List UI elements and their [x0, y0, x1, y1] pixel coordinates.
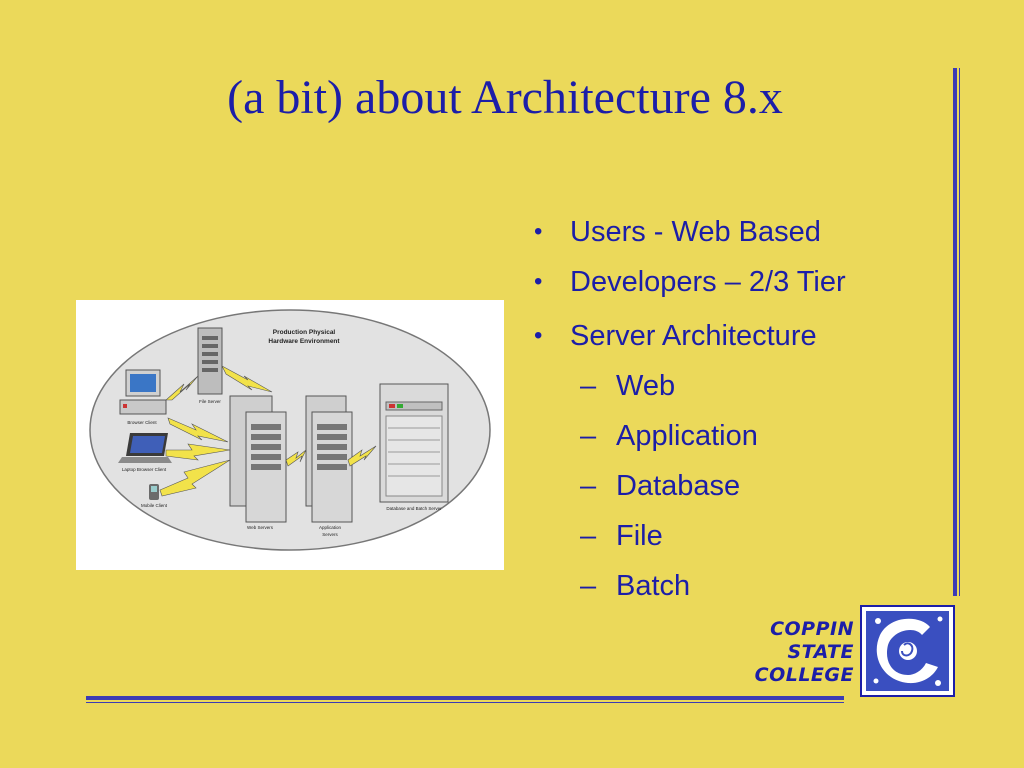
database-server-label: Database and Batch Server [386, 506, 442, 511]
sub-bullet-batch: – Batch [534, 568, 934, 618]
college-logo-text: COPPIN STATE COLLEGE [736, 618, 854, 687]
horizontal-rule-thin [86, 702, 844, 703]
vertical-rule [953, 68, 957, 596]
bullet-users: Users - Web Based [534, 214, 934, 264]
mobile-client-icon [149, 484, 159, 500]
sub-bullet-web: – Web [534, 368, 934, 418]
bullet-list: Users - Web Based Developers – 2/3 Tier … [534, 214, 934, 618]
laptop-client-icon [118, 433, 172, 463]
architecture-diagram-svg: Production Physical Hardware Environment… [89, 309, 491, 551]
dash: – [580, 520, 597, 552]
sub-bullet-file: – File [534, 518, 934, 568]
laptop-client-label: Laptop Browser Client [122, 467, 167, 472]
mobile-client-label: Mobile Client [141, 503, 168, 508]
dash: – [580, 370, 597, 402]
sub-bullet-application: – Application [534, 418, 934, 468]
vertical-rule-thin [959, 68, 960, 596]
slide-title: (a bit) about Architecture 8.x [227, 71, 783, 124]
database-server-icon [379, 383, 449, 503]
application-servers-icon [305, 395, 353, 523]
network-links [159, 365, 377, 497]
sub-bullet-database: – Database [534, 468, 934, 518]
bullet-server-architecture: Server Architecture [534, 318, 934, 368]
application-servers-label-2: Servers [322, 532, 338, 537]
diagram-title-line1: Production Physical [273, 329, 336, 336]
file-server-icon [197, 327, 223, 395]
desktop-client-icon [119, 369, 167, 415]
sub-bullet-label: Batch [616, 570, 691, 602]
bullet-developers: Developers – 2/3 Tier [534, 264, 934, 314]
sub-bullet-label: Web [616, 370, 676, 402]
file-server-label: File Server [199, 399, 221, 404]
sub-bullet-label: Database [616, 470, 741, 502]
logo-line-2: STATE [787, 641, 854, 663]
sub-bullet-label: File [616, 520, 663, 552]
application-servers-label-1: Application [319, 525, 342, 530]
logo-line-1: COPPIN [770, 618, 854, 640]
logo-line-3: COLLEGE [754, 664, 854, 686]
web-servers-label: Web Servers [247, 525, 274, 530]
dash: – [580, 570, 597, 602]
dash: – [580, 420, 597, 452]
diagram-title-line2: Hardware Environment [268, 338, 340, 345]
architecture-diagram: Production Physical Hardware Environment… [76, 300, 504, 570]
dash: – [580, 470, 597, 502]
sub-bullet-label: Application [616, 420, 758, 452]
horizontal-rule [86, 696, 844, 700]
college-seal-icon [860, 605, 955, 697]
web-servers-icon [229, 395, 287, 523]
browser-client-label: Browser Client [127, 420, 157, 425]
